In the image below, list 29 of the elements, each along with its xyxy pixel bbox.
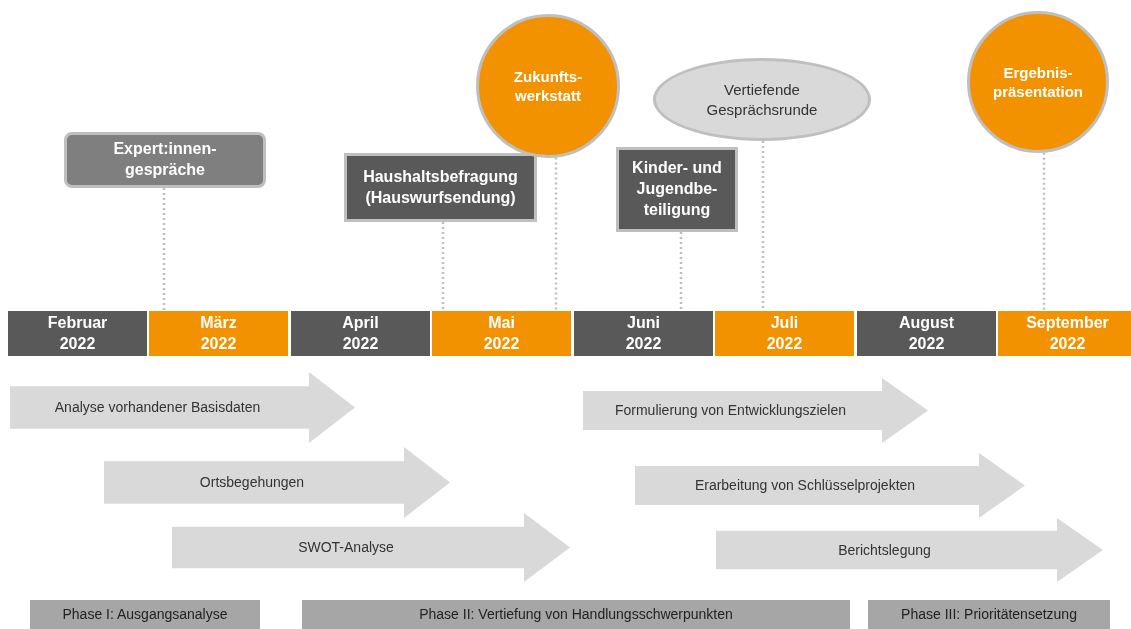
event-circle: Zukunfts-werkstatt: [476, 14, 620, 158]
phase-bar: Phase III: Prioritätensetzung: [868, 600, 1110, 629]
month-bar: Juni 2022: [574, 311, 713, 356]
phase-bar: Phase I: Ausgangsanalyse: [30, 600, 260, 629]
task-bar: Ortsbegehungen: [104, 447, 450, 518]
task-bar: SWOT-Analyse: [172, 513, 570, 582]
month-bar: September 2022: [998, 311, 1131, 356]
month-bar: August 2022: [857, 311, 996, 356]
leader-line: [162, 188, 166, 311]
task-bar: Formulierung von Entwicklungszielen: [583, 378, 928, 443]
event-ellipse: Vertiefende Gesprächsrunde: [653, 58, 871, 141]
leader-line: [1042, 152, 1046, 311]
task-bar: Analyse vorhandener Basisdaten: [10, 372, 355, 443]
task-bar: Erarbeitung von Schlüsselprojekten: [635, 453, 1025, 518]
month-bar: März 2022: [149, 311, 288, 356]
event-box: Haushaltsbefragung (Hauswurfsendung): [344, 153, 537, 222]
month-bar: April 2022: [291, 311, 430, 356]
event-box: Expert:innen-gespräche: [64, 132, 266, 188]
month-bar: Februar 2022: [8, 311, 147, 356]
leader-line: [554, 157, 558, 311]
leader-line: [761, 141, 765, 311]
month-bar: Juli 2022: [715, 311, 854, 356]
phase-bar: Phase II: Vertiefung von Handlungsschwerpunkten: [302, 600, 850, 629]
event-circle: Ergebnis-präsentation: [967, 11, 1109, 153]
leader-line: [679, 232, 683, 311]
event-box: Kinder- und Jugendbe-teiligung: [616, 147, 738, 232]
leader-line: [441, 222, 445, 311]
task-bar: Berichtslegung: [716, 518, 1103, 582]
month-bar: Mai 2022: [432, 311, 571, 356]
